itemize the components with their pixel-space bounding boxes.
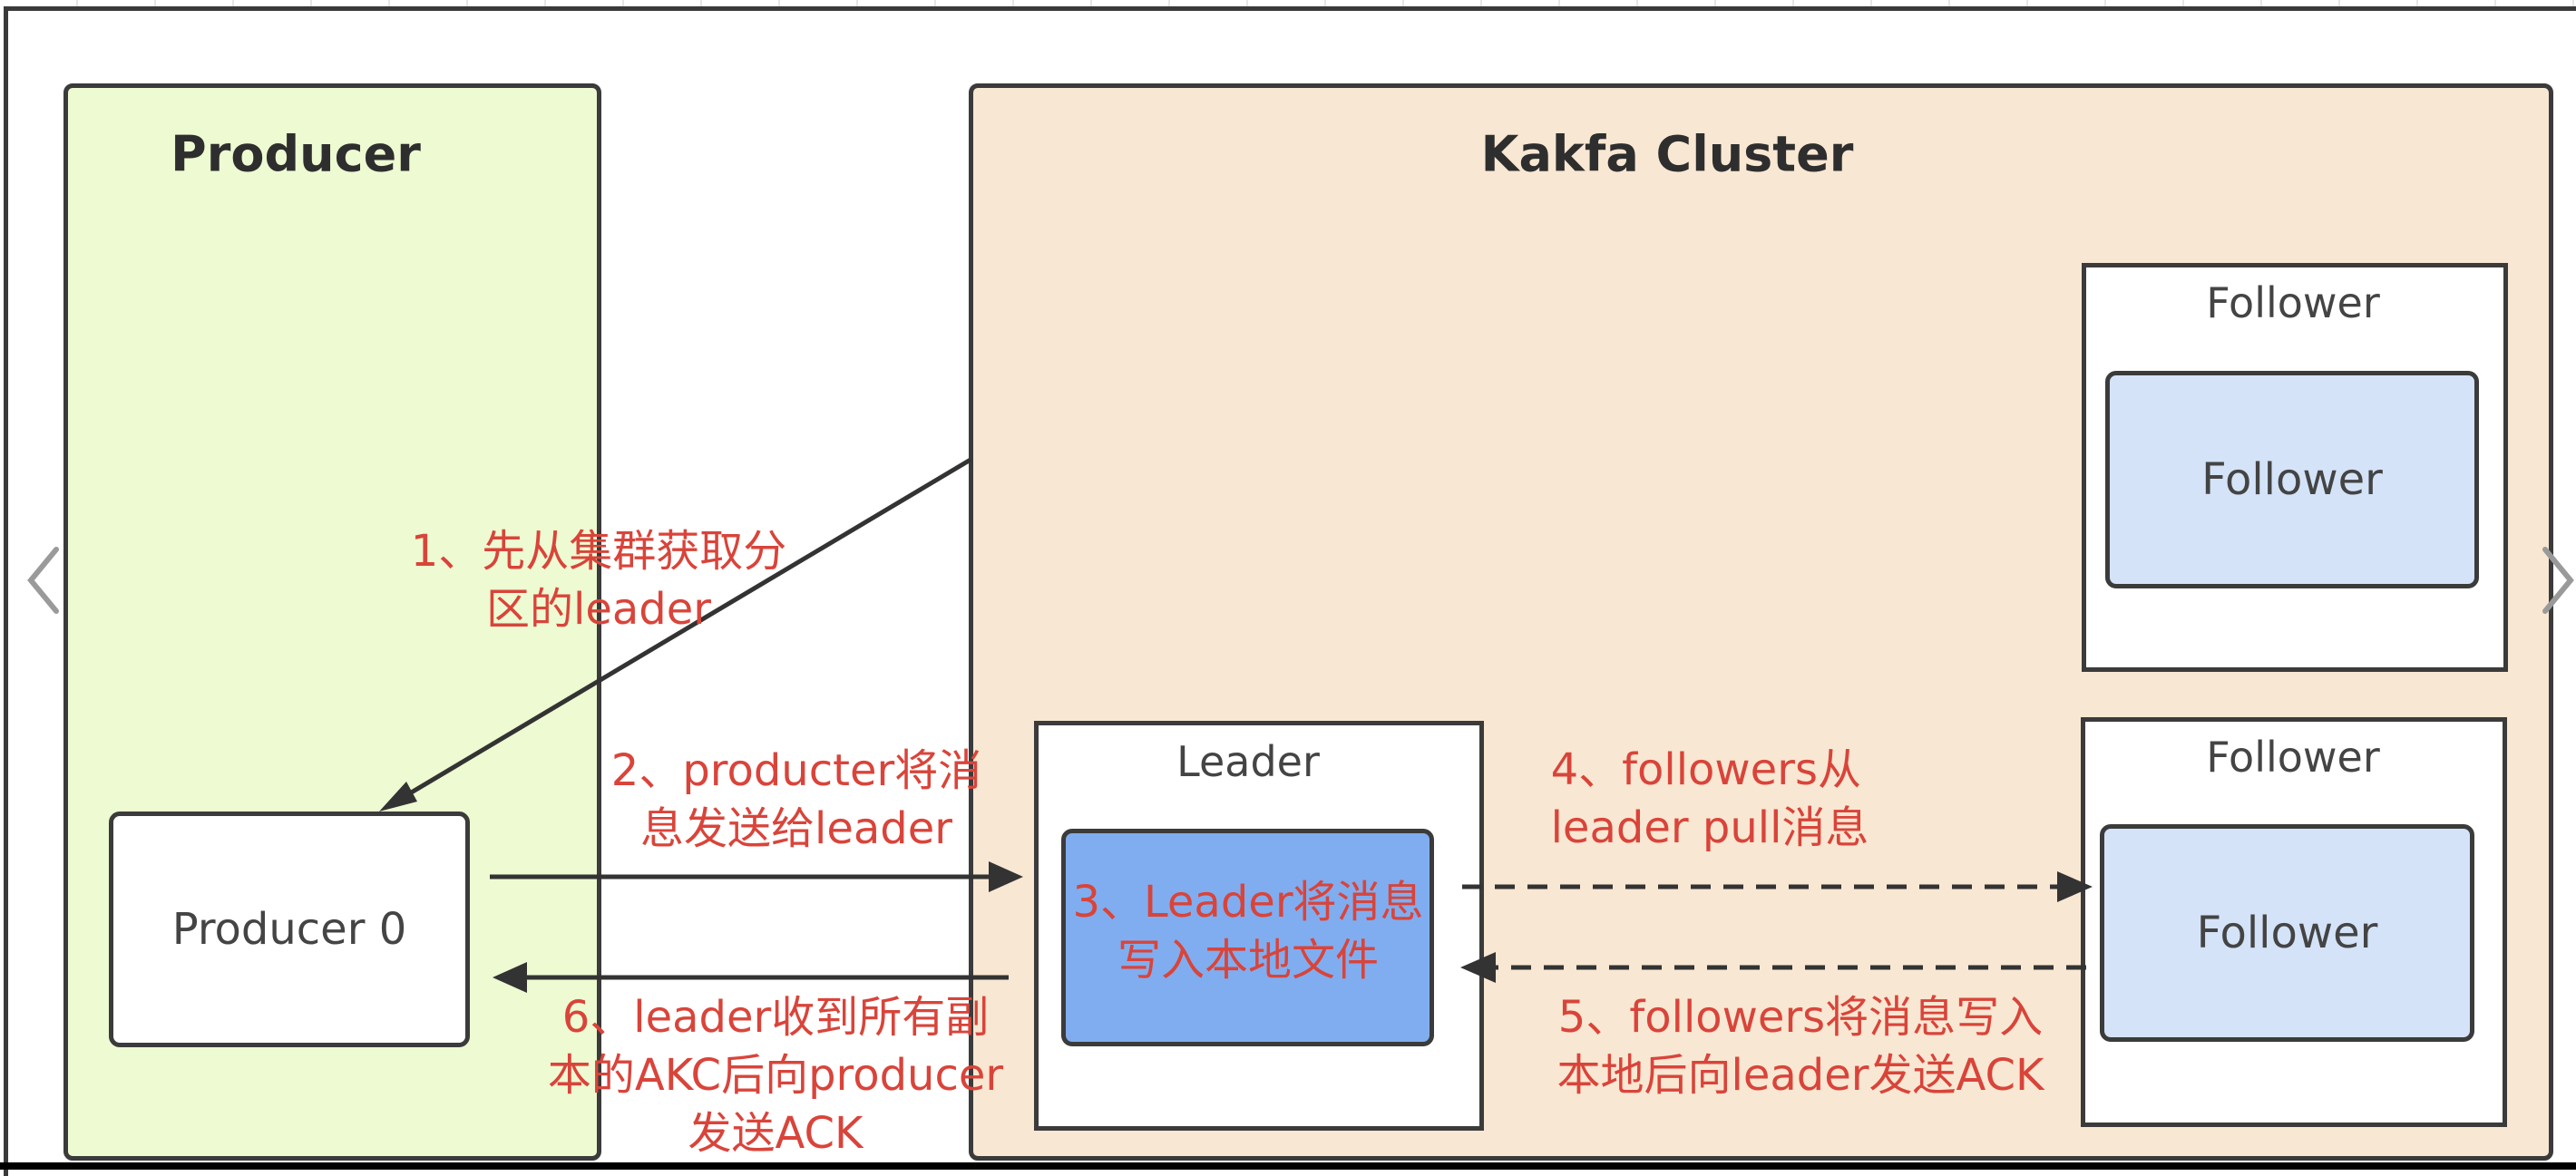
- step3-note-line2: 写入本地文件: [1117, 935, 1379, 986]
- viewer-frame: [4, 6, 2576, 1176]
- step6-note-line1: 6、leader收到所有副: [561, 992, 990, 1043]
- step3-note: 3、Leader将消息 写入本地文件: [1072, 873, 1423, 989]
- step4-note-line2: leader pull消息: [1550, 802, 1869, 853]
- follower-replica-1[interactable]: Follower: [2105, 371, 2479, 588]
- follower-partition-1-title: Follower: [2206, 278, 2380, 327]
- step6-note-line3: 发送ACK: [688, 1108, 864, 1159]
- chevron-right-icon[interactable]: [2540, 544, 2576, 617]
- step5-note-line2: 本地后向leader发送ACK: [1556, 1050, 2044, 1101]
- follower-replica-2[interactable]: Follower: [2100, 824, 2474, 1042]
- step5-note-line1: 5、followers将消息写入: [1557, 992, 2044, 1043]
- step1-note: 1、先从集群获取分 区的leader: [411, 522, 787, 638]
- step2-note: 2、producter将消 息发送给leader: [611, 742, 981, 858]
- step2-note-line2: 息发送给leader: [639, 803, 953, 854]
- top-ruler-strip: [0, 0, 2576, 7]
- follower-replica-2-label: Follower: [2196, 908, 2378, 958]
- step2-note-line1: 2、producter将消: [610, 745, 982, 796]
- producer-0-label: Producer 0: [171, 904, 407, 955]
- step3-note-line1: 3、Leader将消息: [1072, 877, 1424, 928]
- step5-note: 5、followers将消息写入 本地后向leader发送ACK: [1556, 988, 2044, 1104]
- leader-replica[interactable]: [1061, 829, 1434, 1046]
- producer-group-title: Producer: [171, 125, 421, 183]
- producer-0-node[interactable]: Producer 0: [109, 812, 470, 1047]
- step6-note: 6、leader收到所有副 本的AKC后向producer 发送ACK: [548, 988, 1003, 1162]
- chevron-left-icon[interactable]: [25, 544, 62, 617]
- follower-replica-1-label: Follower: [2201, 454, 2383, 505]
- step1-note-line2: 区的leader: [485, 584, 712, 635]
- bottom-edge: [0, 1162, 2576, 1170]
- follower-partition-2-title: Follower: [2206, 733, 2380, 782]
- step4-note: 4、followers从 leader pull消息: [1551, 741, 1869, 857]
- step6-note-line2: 本的AKC后向producer: [547, 1050, 1004, 1101]
- leader-partition-title: Leader: [1176, 737, 1320, 786]
- kafka-cluster-title: Kakfa Cluster: [1480, 125, 1854, 183]
- step1-note-line1: 1、先从集群获取分: [410, 526, 787, 577]
- step4-note-line1: 4、followers从: [1550, 744, 1861, 795]
